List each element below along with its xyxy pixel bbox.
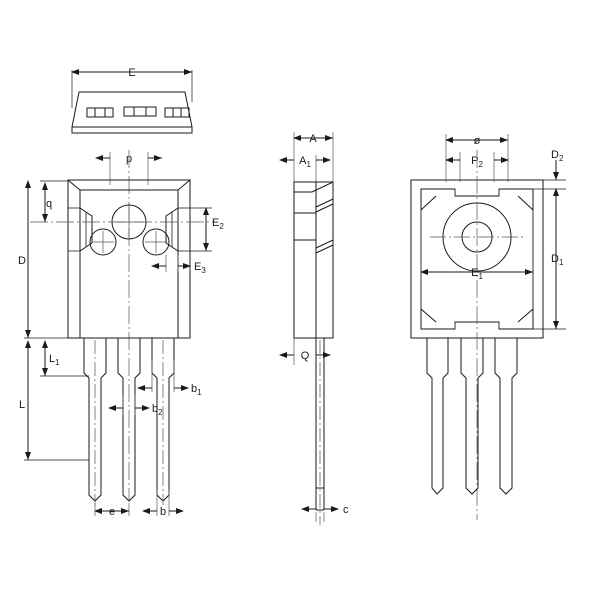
dim-label-E2: E2 <box>212 217 224 231</box>
side-view: A A1 Q <box>279 132 349 525</box>
dim-label-e: e <box>109 506 115 518</box>
dim-label-L1: L1 <box>49 353 60 367</box>
dim-label-A1: A1 <box>299 155 311 169</box>
dim-label-D1: D1 <box>551 253 564 267</box>
dim-label-E-top: E <box>128 67 135 79</box>
dim-label-b1: b1 <box>191 383 202 397</box>
dim-label-q: q <box>46 198 52 210</box>
dim-label-b: b <box>160 506 166 518</box>
dim-label-Q: Q <box>301 350 310 362</box>
dim-label-L: L <box>19 399 25 411</box>
dim-label-D: D <box>18 255 26 267</box>
dim-label-c: c <box>343 504 349 516</box>
dim-label-E3: E3 <box>194 261 206 275</box>
front-view: p q <box>18 150 224 518</box>
dim-label-P2: P2 <box>471 155 483 169</box>
dim-label-diameter: ø <box>474 135 481 147</box>
dim-label-b2: b2 <box>152 403 163 417</box>
isometric-top-view: E <box>71 67 193 134</box>
dim-label-E1: E1 <box>471 267 483 281</box>
dim-label-A: A <box>309 133 317 145</box>
rear-view: ø P2 D2 <box>410 134 566 520</box>
dim-label-D2: D2 <box>551 149 564 163</box>
